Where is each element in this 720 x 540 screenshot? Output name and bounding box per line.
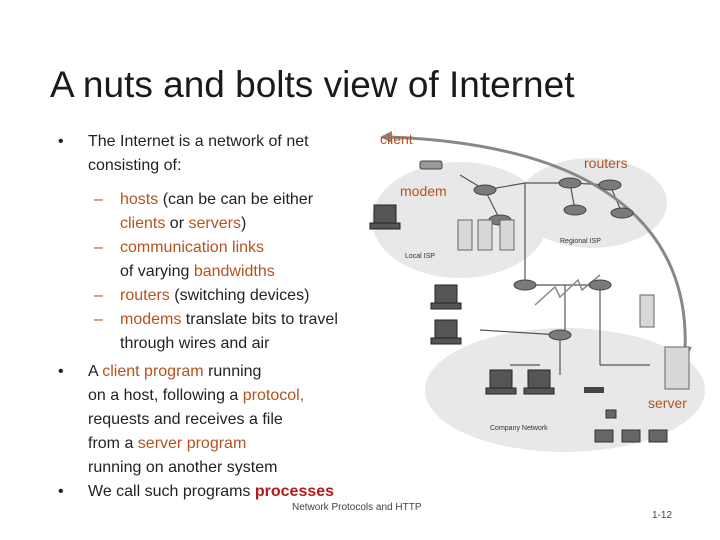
- laptop-icons: [594, 409, 668, 443]
- sub-text: ): [240, 215, 247, 232]
- network-diagram-graphic: Local ISP Regional ISP Company Network: [369, 131, 705, 452]
- routers-label: routers: [584, 155, 628, 171]
- bullet-client-program: • A client program running on a host, fo…: [58, 360, 358, 480]
- bullet-text: The Internet is a network of net: [88, 133, 309, 150]
- hl-modems: modems: [120, 311, 182, 328]
- dash-symbol: –: [94, 311, 103, 328]
- hl-program: program: [186, 435, 247, 452]
- company-network-cloud: [425, 328, 705, 452]
- regional-isp-cloud: [517, 158, 667, 248]
- sub-text: of varying: [120, 263, 194, 280]
- slide-number: 1-12: [652, 510, 673, 521]
- hl-client: client: [102, 363, 140, 380]
- sub-text: or: [165, 215, 189, 232]
- bullet-processes: • We call such programs processes: [58, 480, 358, 504]
- dash-symbol: –: [94, 191, 103, 208]
- hl-hosts: hosts: [120, 191, 159, 208]
- modem-label: modem: [400, 183, 447, 199]
- bullet-text: consisting of:: [88, 157, 182, 174]
- access-point-icon: [584, 387, 604, 393]
- bullet-symbol: •: [58, 483, 64, 500]
- sub-bullet-hosts: – hosts (can be can be either clients or…: [58, 188, 358, 236]
- wireless-link: [534, 274, 601, 306]
- hl-protocol: protocol,: [242, 387, 305, 404]
- bullet-list: • The Internet is a network of net consi…: [58, 130, 358, 504]
- bullet-text: from a: [88, 435, 138, 452]
- host-icons: [369, 204, 555, 395]
- hl-bandwidths: bandwidths: [193, 263, 275, 280]
- hl-server: server: [137, 435, 183, 452]
- local-isp-label: Local ISP: [405, 253, 435, 260]
- regional-isp-label: Regional ISP: [560, 238, 601, 245]
- client-server-arrow: [387, 135, 687, 351]
- sub-text: (can be can be either: [158, 191, 314, 208]
- bullet-text: We call such programs: [88, 483, 255, 500]
- slide-title: A nuts and bolts view of Internet: [50, 64, 575, 105]
- hl-processes: processes: [254, 483, 335, 500]
- bullet-symbol: •: [58, 363, 64, 380]
- sub-text: (switching devices): [169, 287, 310, 304]
- bullet-internet-network: • The Internet is a network of net consi…: [58, 130, 358, 178]
- bullet-text: running on another system: [88, 459, 278, 476]
- hl-routers: routers: [120, 287, 170, 304]
- bullet-text: on a host, following a: [88, 387, 243, 404]
- sub-bullet-modems: – modems translate bits to travel throug…: [58, 308, 358, 356]
- dash-symbol: –: [94, 239, 103, 256]
- client-label: client: [380, 131, 413, 147]
- hl-program: program: [144, 363, 204, 380]
- sub-text: through wires and air: [120, 335, 270, 352]
- bullet-text: running: [203, 363, 262, 380]
- server-icons: [457, 219, 690, 390]
- network-diagram: Local ISP Regional ISP Company Network c…: [360, 125, 720, 505]
- sub-text: translate bits to travel: [181, 311, 338, 328]
- company-network-label: Company Network: [490, 425, 548, 432]
- hl-clients: clients: [120, 215, 166, 232]
- modem-icon: [419, 160, 443, 170]
- server-label: server: [648, 395, 687, 411]
- sub-bullet-routers: – routers (switching devices): [58, 284, 358, 308]
- arrow-head: [380, 131, 392, 143]
- footer-text: Network Protocols and HTTP: [292, 502, 422, 513]
- bullet-text: requests and receives a file: [88, 411, 283, 428]
- hl-servers: servers: [188, 215, 241, 232]
- bullet-symbol: •: [58, 133, 64, 150]
- bullet-text: A: [88, 363, 103, 380]
- dash-symbol: –: [94, 287, 103, 304]
- hl-communication-links: communication links: [120, 239, 265, 256]
- sub-bullet-links: – communication links of varying bandwid…: [58, 236, 358, 284]
